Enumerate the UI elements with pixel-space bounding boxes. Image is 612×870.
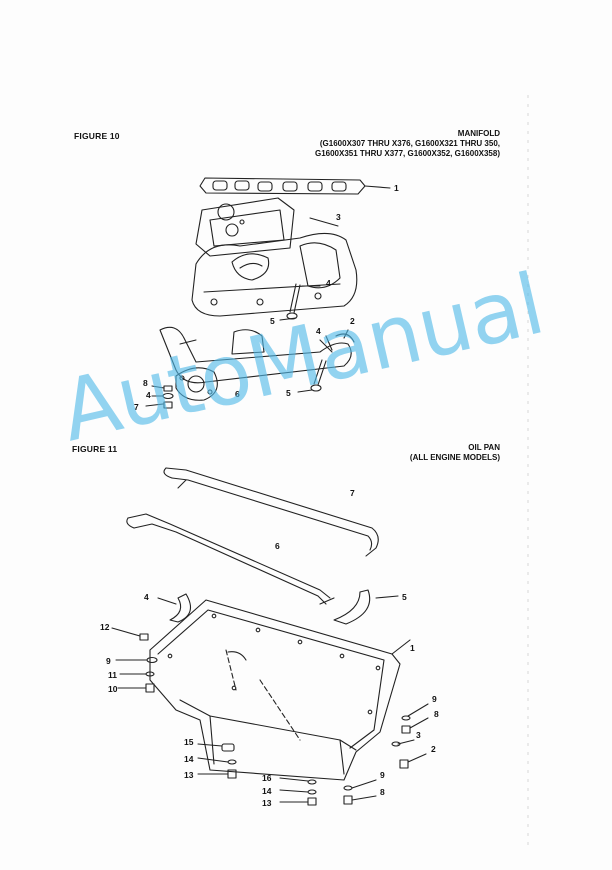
fig11-callout-8-bottom: 8 — [380, 787, 385, 797]
fig11-callout-12: 12 — [100, 622, 110, 632]
fig10-callout-3: 3 — [336, 212, 341, 222]
fig10-callout-2: 2 — [350, 316, 355, 326]
exhaust-bolt-stack — [145, 385, 174, 409]
fig10-callout-5-upper: 5 — [270, 316, 275, 326]
figure-11-label: FIGURE 11 — [72, 444, 118, 454]
fig11-callout-9-left: 9 — [106, 656, 111, 666]
fig11-callout-6: 6 — [275, 541, 280, 551]
manifold-gasket — [199, 177, 391, 195]
pan-fastener-right — [391, 703, 429, 769]
fig11-callout-9-bottom: 9 — [380, 770, 385, 780]
figure-11-caption-line-1: (ALL ENGINE MODELS) — [409, 453, 500, 462]
figure-11-title: OIL PAN — [468, 443, 500, 452]
figure-10-caption-line-2: G1600X351 THRU X377, G1600X352, G1600X35… — [314, 149, 500, 158]
fig11-callout-16: 16 — [262, 773, 272, 783]
fig11-callout-11: 11 — [108, 670, 117, 680]
fig11-callout-14-center: 14 — [262, 786, 272, 796]
oil-pan-rail-gasket-upper — [163, 467, 379, 557]
figure-11-caption: OIL PAN (ALL ENGINE MODELS) — [410, 443, 500, 463]
manifold-stud-upper — [279, 283, 321, 321]
fig11-callout-13-left: 13 — [184, 770, 194, 780]
figure-10-caption-line-1: (G1600X307 THRU X376, G1600X321 THRU 350… — [319, 139, 500, 148]
fig11-callout-15: 15 — [184, 737, 194, 747]
fig11-callout-5: 5 — [402, 592, 407, 602]
figure-10-caption: MANIFOLD (G1600X307 THRU X376, G1600X321… — [315, 129, 500, 159]
fig11-callout-9-right: 9 — [432, 694, 437, 704]
manifold-stud-lower — [297, 335, 333, 393]
fig10-callout-4-middle: 4 — [316, 326, 321, 336]
pan-fastener-bottom-center — [279, 777, 317, 806]
upper-manifold — [191, 217, 358, 317]
fig11-callout-1: 1 — [410, 643, 415, 653]
exhaust-manifold — [159, 326, 355, 384]
fig11-callout-7: 7 — [350, 488, 355, 498]
fig10-callout-4-upper: 4 — [326, 278, 331, 288]
oil-pan — [149, 599, 411, 781]
pan-fastener-left — [111, 627, 158, 693]
intake-plate — [195, 197, 295, 257]
pan-fastener-bottom-left — [197, 743, 237, 779]
fig10-callout-6: 6 — [235, 389, 240, 399]
fig11-callout-4: 4 — [144, 592, 149, 602]
fig11-callout-8-right: 8 — [434, 709, 439, 719]
fig11-callout-13-center: 13 — [262, 798, 272, 808]
fig10-callout-1: 1 — [394, 183, 399, 193]
figure-10-label: FIGURE 10 — [74, 131, 120, 141]
fig10-callout-5-lower: 5 — [286, 388, 291, 398]
exhaust-flange — [175, 367, 218, 401]
rear-seal-left — [157, 593, 192, 623]
front-seal-right — [333, 589, 399, 625]
fig10-callout-4-lower: 4 — [146, 390, 151, 400]
fig10-callout-7: 7 — [134, 402, 139, 412]
fig11-callout-10: 10 — [108, 684, 118, 694]
oil-pan-rail-gasket-lower — [126, 513, 335, 605]
fig11-callout-14-left: 14 — [184, 754, 194, 764]
fig11-callout-2: 2 — [431, 744, 436, 754]
fig10-callout-8: 8 — [143, 378, 148, 388]
fig11-callout-3: 3 — [416, 730, 421, 740]
figure-10-title: MANIFOLD — [457, 129, 500, 138]
pan-fastener-bottom-right — [343, 779, 377, 805]
